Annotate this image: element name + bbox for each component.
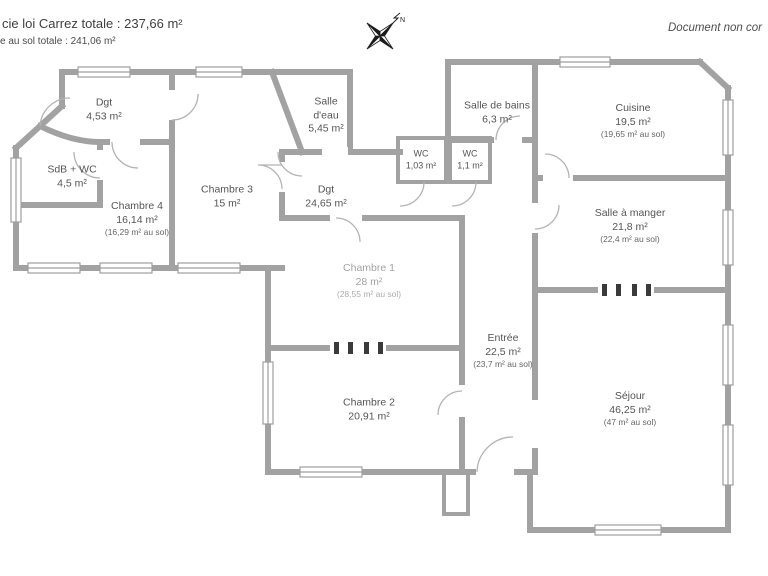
window (594, 524, 662, 536)
window (27, 262, 81, 274)
carrez-total-text: cie loi Carrez totale : 237,66 m² (2, 16, 183, 31)
compass-north-label: N (400, 17, 405, 24)
floor-total-text: e au sol totale : 241,06 m² (0, 36, 116, 47)
window (262, 361, 274, 425)
window (722, 424, 734, 486)
window (299, 466, 363, 478)
window (195, 66, 243, 78)
walls (11, 57, 733, 533)
document-note: Document non cor (668, 22, 762, 34)
window (99, 262, 153, 274)
window (722, 209, 734, 266)
door-arcs (39, 93, 570, 473)
window (722, 99, 734, 156)
window (722, 324, 734, 386)
door-openings (95, 90, 654, 477)
windows (10, 56, 734, 536)
window (177, 262, 241, 274)
window (559, 56, 611, 68)
door-frame-marks (334, 284, 651, 354)
window (77, 66, 131, 78)
compass-icon: N (366, 12, 405, 50)
window (10, 157, 22, 223)
